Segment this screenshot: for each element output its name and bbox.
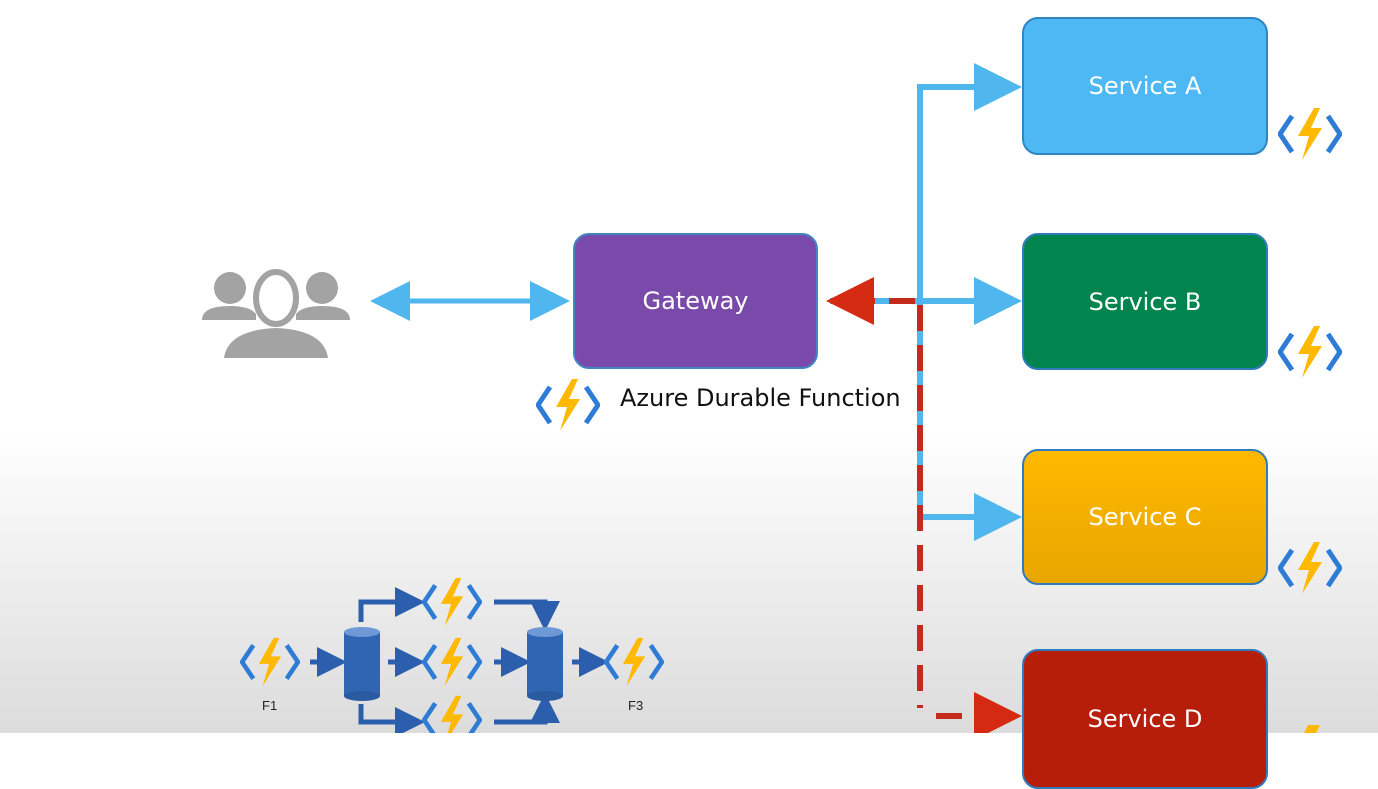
azure-function-icon: [536, 379, 600, 431]
fanout-connectors: [310, 587, 609, 733]
azure-function-icon: [240, 637, 300, 687]
service-a-box: Service A: [1022, 17, 1268, 155]
service-b-box: Service B: [1022, 233, 1268, 370]
azure-function-icon: [422, 637, 482, 687]
service-c-label: Service C: [1088, 503, 1202, 531]
azure-function-icon: [422, 577, 482, 627]
architecture-diagram: Gateway Service A Service B Service C Se…: [202, 17, 1342, 789]
storage-cylinder-icon: [344, 627, 380, 701]
f3-label: F3: [628, 698, 644, 713]
azure-function-icon: [1278, 108, 1342, 160]
gateway-label: Gateway: [642, 287, 749, 315]
service-b-label: Service B: [1088, 287, 1202, 316]
service-c-box: Service C: [1022, 449, 1268, 585]
azure-function-icon: [604, 637, 664, 687]
azure-function-icon: [1278, 326, 1342, 378]
users-icon: [202, 269, 350, 358]
service-d-box: Service D: [1022, 649, 1268, 789]
azure-function-icon: [1304, 725, 1320, 733]
azure-function-icon: [1278, 542, 1342, 594]
azure-durable-function-caption: Azure Durable Function: [620, 384, 901, 412]
connector-layer: [310, 63, 1115, 733]
service-d-label: Service D: [1087, 705, 1203, 733]
gateway-box: Gateway: [573, 233, 818, 369]
azure-function-icon: [422, 695, 482, 733]
service-a-label: Service A: [1088, 72, 1202, 100]
storage-cylinder-icon: [527, 627, 563, 701]
f1-label: F1: [262, 698, 278, 713]
